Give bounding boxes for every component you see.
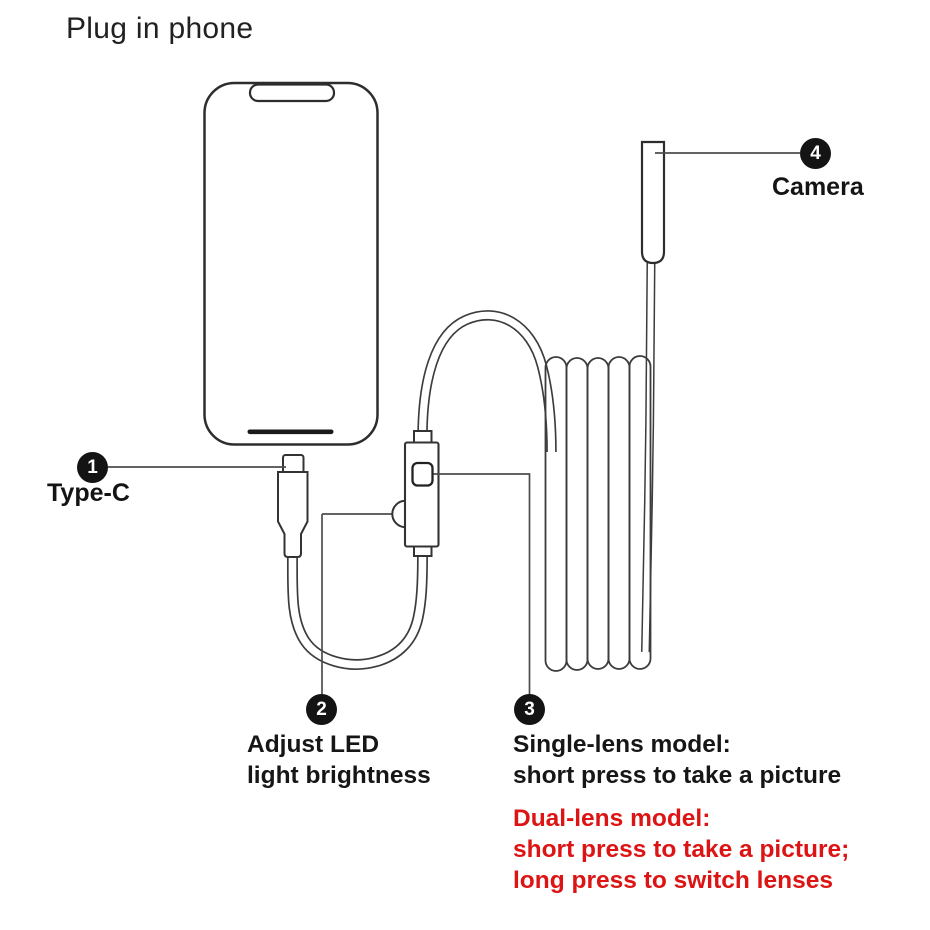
callout-3-label-single-lens: Single-lens model: short press to take a… <box>513 731 842 789</box>
callout-3-leader-line <box>433 473 531 694</box>
camera-probe-icon <box>640 140 666 265</box>
callout-4-badge: 4 <box>800 138 831 169</box>
callout-1-label: Type-C <box>47 479 130 507</box>
camera-cable-icon <box>641 261 656 653</box>
callout-3-badge: 3 <box>514 694 545 725</box>
coiled-cable-icon <box>544 355 652 672</box>
shutter-button-icon <box>411 461 434 487</box>
type-c-connector-icon <box>277 454 309 558</box>
arc-cable-icon <box>417 310 557 453</box>
callout-2-badge: 2 <box>306 694 337 725</box>
home-indicator-icon <box>247 429 334 435</box>
control-module-icon <box>403 430 440 557</box>
callout-2-label: Adjust LED light brightness <box>247 731 431 789</box>
page-title: Plug in phone <box>66 12 254 45</box>
phone-outline-icon <box>203 81 379 446</box>
callout-1-badge: 1 <box>77 452 108 483</box>
callout-3-label-dual-lens: Dual-lens model: short press to take a p… <box>513 805 850 894</box>
phone-notch-icon <box>248 83 336 103</box>
callout-4-label: Camera <box>772 173 864 201</box>
usb-cable-icon <box>286 553 428 670</box>
